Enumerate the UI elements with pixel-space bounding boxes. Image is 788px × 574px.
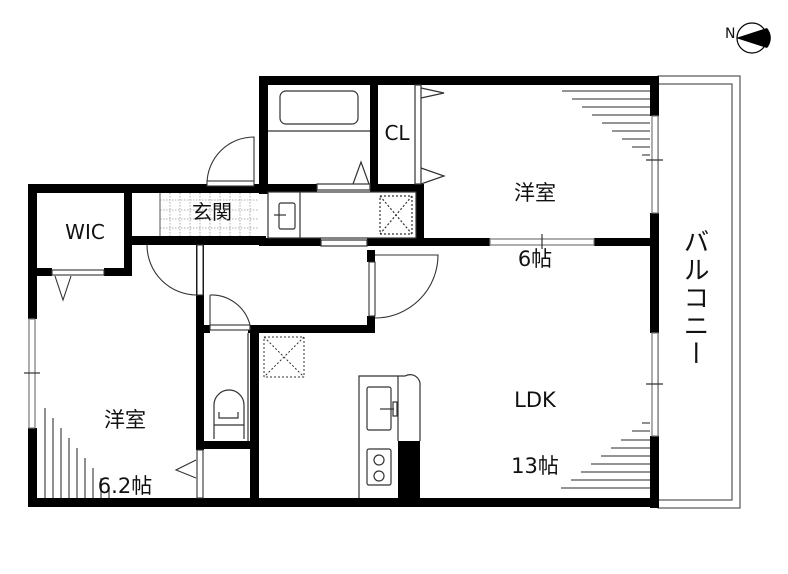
compass-north-label: N <box>725 26 736 42</box>
room-label-entrance: 玄関 <box>192 200 232 224</box>
room-label-western-2: 洋室 6.2帖 <box>70 365 180 519</box>
storage-hatch <box>263 336 305 378</box>
hatching-ldk <box>561 422 650 489</box>
room-name: LDK <box>514 388 556 413</box>
compass-icon <box>736 22 771 54</box>
room-label-western-1: 洋室 6帖 <box>480 138 590 292</box>
room-label-balcony: バルコニー <box>679 228 709 368</box>
room-label-wic: WIC <box>65 220 105 244</box>
room-label-ldk: LDK 13帖 <box>480 345 590 499</box>
room-size: 6帖 <box>517 247 553 272</box>
toilet <box>213 333 249 441</box>
hatching-62room <box>44 408 110 498</box>
walls <box>28 76 659 508</box>
room-size: 13帖 <box>511 454 559 479</box>
room-name: 洋室 <box>514 181 556 206</box>
entrance-tiles <box>160 193 258 236</box>
room-label-closet: CL <box>384 121 410 145</box>
kitchen <box>358 374 421 498</box>
room-name: 洋室 <box>104 408 146 433</box>
bathtub <box>268 90 370 185</box>
washroom-fixtures <box>267 183 417 247</box>
room-size: 6.2帖 <box>97 474 153 499</box>
doors <box>51 136 439 499</box>
closet-doors <box>414 84 446 185</box>
hatching-6room <box>562 90 650 156</box>
windows <box>24 115 663 437</box>
